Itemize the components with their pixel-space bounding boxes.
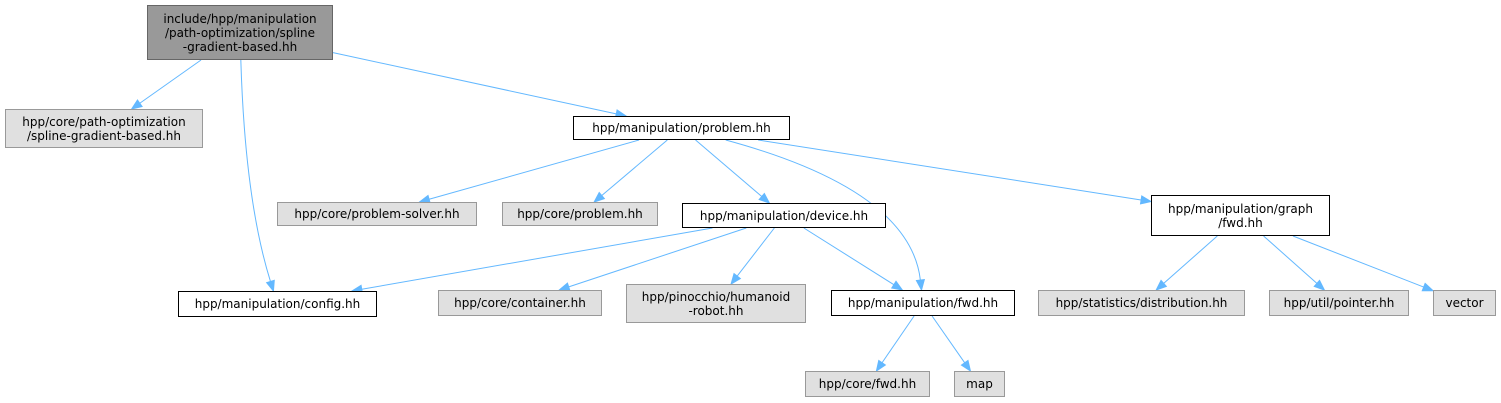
node-vector[interactable]: vector: [1433, 290, 1496, 316]
arrowhead-graph_fwd-to-distribution: [1155, 279, 1168, 291]
node-manipulation-config[interactable]: hpp/manipulation/config.hh: [178, 291, 377, 317]
edge-device-to-manip_fwd: [803, 227, 895, 286]
node-util-pointer[interactable]: hpp/util/pointer.hh: [1269, 290, 1409, 316]
node-manipulation-problem[interactable]: hpp/manipulation/problem.hh: [573, 116, 790, 140]
node-statistics-distribution[interactable]: hpp/statistics/distribution.hh: [1038, 290, 1245, 316]
edge-problem-to-graph_fwd: [758, 139, 1142, 201]
arrowhead-graph_fwd-to-pointer: [1313, 279, 1326, 291]
node-root-spline-gradient-based[interactable]: include/hpp/manipulation /path-optimizat…: [147, 5, 333, 60]
edge-problem-to-problem_solver: [428, 139, 640, 200]
arrowhead-manip_fwd-to-map: [960, 359, 972, 373]
edge-device-to-config: [361, 227, 713, 290]
edge-graph_fwd-to-pointer: [1263, 235, 1318, 284]
edge-manip_fwd-to-core_fwd: [881, 315, 915, 364]
node-core-problem[interactable]: hpp/core/problem.hh: [502, 202, 658, 226]
edge-problem-to-device: [695, 139, 763, 197]
arrowhead-problem-to-manip_fwd: [915, 279, 926, 292]
edge-problem-to-manip_fwd: [725, 139, 921, 281]
edge-manip_fwd-to-map: [931, 315, 966, 364]
edge-graph_fwd-to-vector: [1292, 235, 1424, 288]
arrowhead-root-to-core_spline: [130, 99, 143, 110]
edge-root-to-problem: [332, 52, 617, 115]
arrowhead-device-to-humanoid: [730, 272, 742, 286]
node-core-spline-gradient-based[interactable]: hpp/core/path-optimization /spline-gradi…: [5, 109, 203, 148]
edge-graph_fwd-to-distribution: [1163, 235, 1218, 284]
node-map[interactable]: map: [954, 371, 1005, 397]
edge-device-to-humanoid: [736, 227, 775, 277]
node-core-problem-solver[interactable]: hpp/core/problem-solver.hh: [277, 202, 477, 226]
node-core-container[interactable]: hpp/core/container.hh: [438, 290, 602, 316]
edge-root-to-core_spline: [139, 59, 202, 104]
arrowhead-problem-to-device: [758, 192, 771, 204]
edge-device-to-container: [568, 227, 747, 288]
arrowhead-problem-to-core_problem: [593, 191, 606, 203]
arrowhead-manip_fwd-to-core_fwd: [875, 359, 887, 373]
node-manipulation-fwd[interactable]: hpp/manipulation/fwd.hh: [831, 290, 1015, 316]
node-core-fwd[interactable]: hpp/core/fwd.hh: [805, 371, 930, 397]
edge-root-to-config: [240, 59, 271, 282]
arrowhead-graph_fwd-to-vector: [1421, 282, 1435, 292]
arrowhead-device-to-manip_fwd: [890, 280, 904, 291]
arrowhead-problem-to-graph_fwd: [1139, 195, 1153, 205]
node-manipulation-graph-fwd[interactable]: hpp/manipulation/graph /fwd.hh: [1151, 195, 1330, 236]
node-pinocchio-humanoid-robot[interactable]: hpp/pinocchio/humanoid -robot.hh: [626, 284, 806, 323]
node-manipulation-device[interactable]: hpp/manipulation/device.hh: [682, 203, 886, 228]
arrowhead-root-to-config: [265, 279, 275, 293]
edge-problem-to-core_problem: [601, 139, 668, 196]
